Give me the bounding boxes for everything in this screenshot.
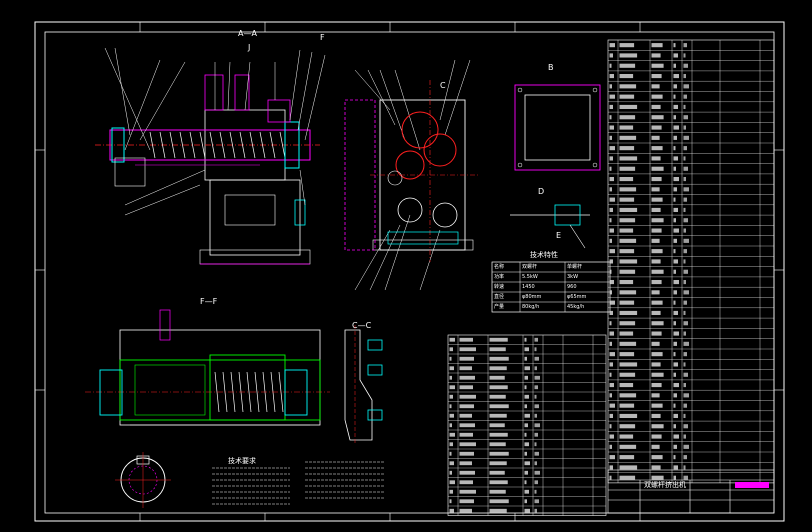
auger-flights <box>149 131 286 159</box>
title-block-name: 双螺杆挤出机 <box>644 481 686 489</box>
tech-table-title: 技术特性 <box>530 251 558 259</box>
tech-table-cell: 5.5kW <box>522 274 538 280</box>
tech-table-cell: 1450 <box>522 284 535 290</box>
section-aa-assembly <box>95 74 320 265</box>
view-label-j: J <box>248 43 251 52</box>
section-cc <box>344 325 383 445</box>
tech-table-cell: 双螺杆 <box>522 264 538 270</box>
tech-table-cell: 960 <box>567 284 577 290</box>
tech-table-cell: φ65mm <box>567 294 587 300</box>
technical-notes-lines <box>212 461 385 505</box>
tech-table-cell: 产量 <box>494 304 505 310</box>
tech-spec-table <box>491 261 611 313</box>
tech-table-cell: 直径 <box>494 294 505 300</box>
view-d-plate <box>514 84 601 171</box>
view-label-section-cc: C—C <box>352 321 372 330</box>
tech-table-cell: 名称 <box>494 264 505 270</box>
tech-table-cell: 3kW <box>567 274 579 280</box>
view-b-gearbox <box>344 80 480 262</box>
title-block <box>607 469 775 514</box>
tech-table-cell: 单螺杆 <box>567 264 583 270</box>
tech-table-cell: 80kg/h <box>522 304 540 310</box>
tech-notes-title: 技术要求 <box>228 457 256 465</box>
view-e-bracket <box>510 204 590 249</box>
view-label-section-aa: A—A <box>238 29 257 38</box>
zone-ticks <box>35 22 784 521</box>
view-label-e: E <box>556 231 562 240</box>
tech-table-cell: 45kg/h <box>567 304 585 310</box>
tech-table-cell: 转速 <box>494 284 505 290</box>
tech-table-cell: 功率 <box>494 274 505 280</box>
view-label-section-ff: F—F <box>200 297 218 306</box>
parts-list-middle <box>447 334 607 516</box>
view-label-c: C <box>440 81 446 90</box>
section-ff-assembly <box>85 309 330 426</box>
parts-list-right <box>607 39 775 484</box>
view-label-d: D <box>538 187 545 196</box>
tech-table-cell: φ80mm <box>522 294 542 300</box>
view-label-b: B <box>548 63 554 72</box>
shaft-cross-section <box>115 452 171 508</box>
view-label-f-top: F <box>320 33 325 42</box>
outer-frame <box>34 21 785 522</box>
